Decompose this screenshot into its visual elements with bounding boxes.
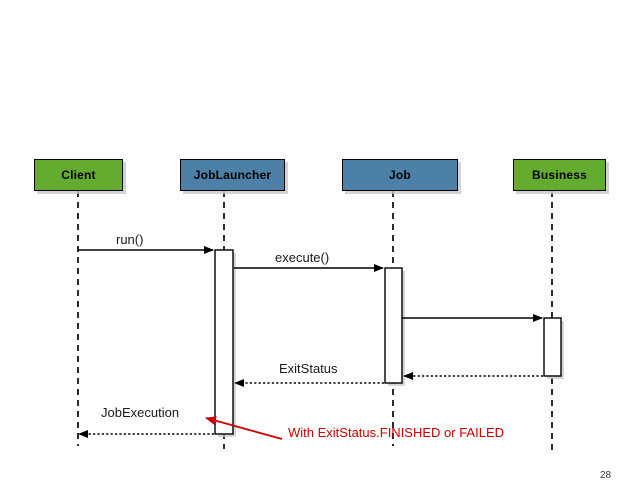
activation-business: [543, 317, 562, 377]
message-label-jobexecution: JobExecution: [101, 405, 180, 420]
activation-job: [384, 267, 403, 384]
participant-label-joblauncher: JobLauncher: [193, 168, 272, 182]
activation-joblauncher: [214, 249, 234, 435]
annotation-arrow: [205, 416, 283, 440]
participant-box-business[interactable]: Business: [513, 159, 606, 191]
participant-box-joblauncher[interactable]: JobLauncher: [180, 159, 285, 191]
message-label-exitstatus: ExitStatus: [279, 361, 338, 376]
annotation-arrow-group: [205, 416, 283, 440]
annotation-text-exitstatus: With ExitStatus.FINISHED or FAILED: [288, 425, 504, 440]
participant-label-client: Client: [61, 168, 96, 182]
participant-box-job[interactable]: Job: [342, 159, 458, 191]
participant-label-job: Job: [389, 168, 411, 182]
participant-box-client[interactable]: Client: [34, 159, 123, 191]
page-number: 28: [600, 470, 612, 481]
message-label-run: run(): [116, 232, 144, 247]
activation-bars: [214, 249, 564, 437]
message-label-execute: execute(): [275, 250, 330, 265]
message-arrows: [78, 246, 543, 438]
participant-label-business: Business: [532, 168, 587, 182]
